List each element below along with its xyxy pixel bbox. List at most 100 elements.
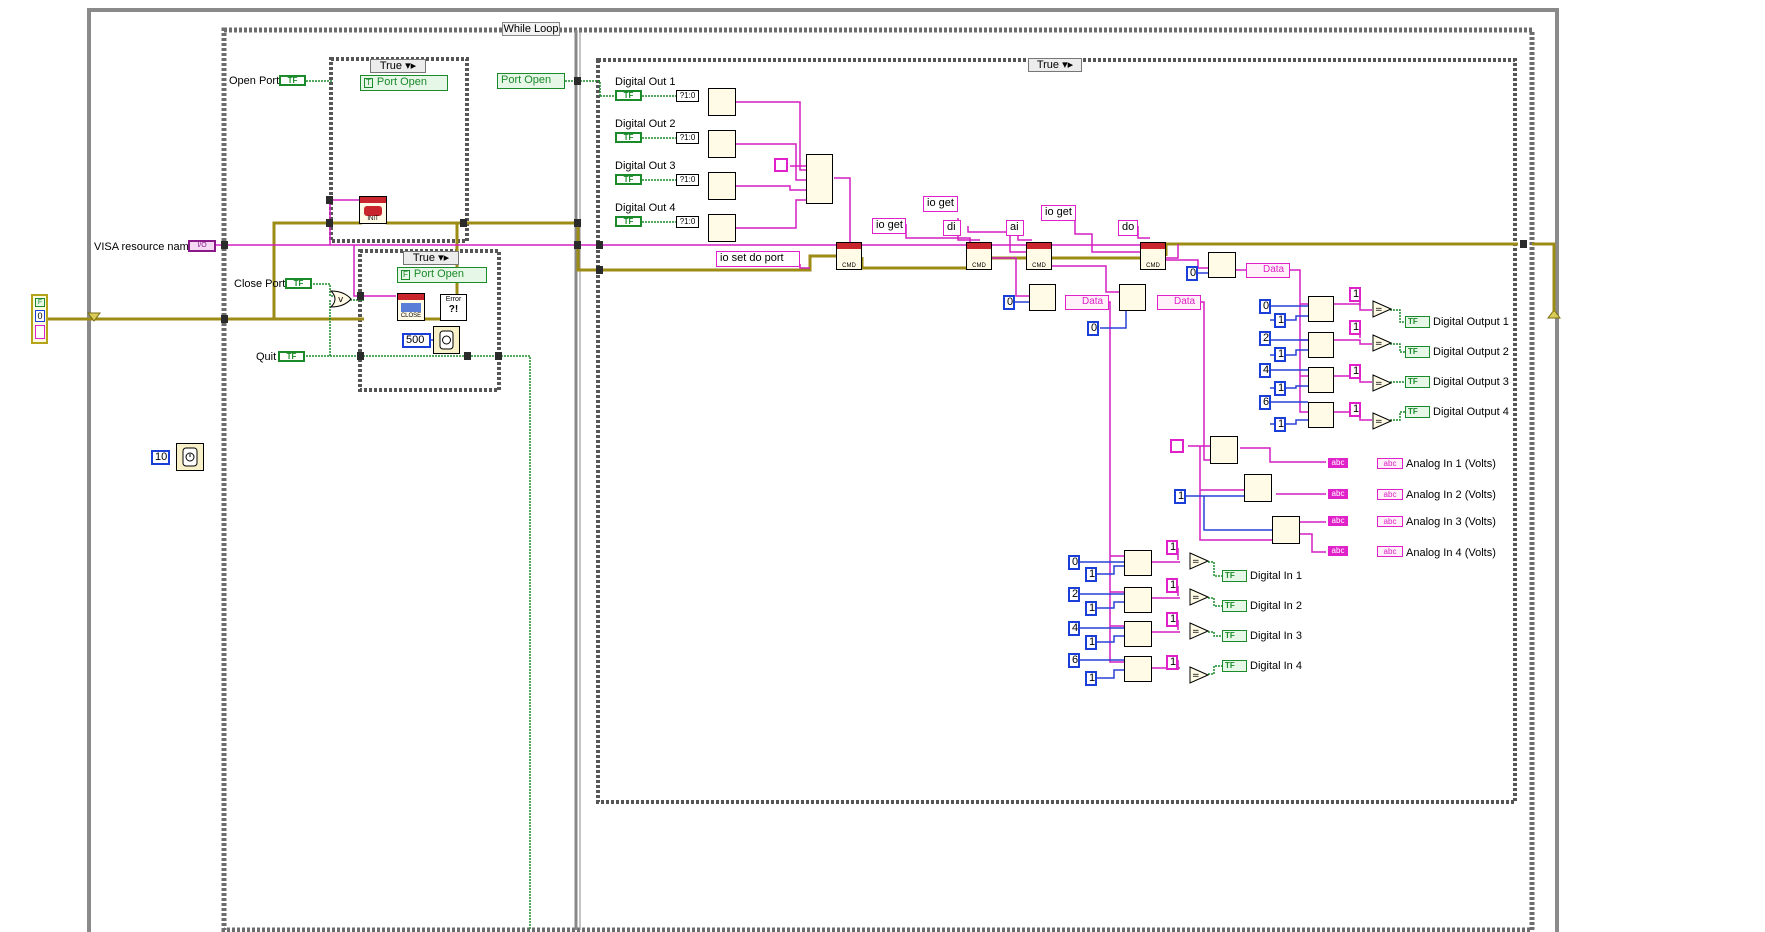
zaber-close-subvi[interactable]: CLOSE [397,293,425,321]
quit-control[interactable]: TF [278,351,305,362]
di-substring-2[interactable] [1124,587,1152,613]
do-constant[interactable]: do [1118,220,1138,236]
digital-in-2-indicator[interactable]: TF [1222,600,1247,612]
scan-string-node-2[interactable] [1119,284,1146,311]
zero-constant-3[interactable]: 0 [1186,266,1198,281]
do-compare-const-2[interactable]: 1 [1349,320,1361,335]
do-index-4[interactable]: 4 [1259,363,1271,378]
string-to-number-1[interactable]: abc [1328,458,1348,468]
do-compare-const-3[interactable]: 1 [1349,364,1361,379]
di-compare-const-2[interactable]: 1 [1166,578,1178,593]
do-compare-const-4[interactable]: 1 [1349,402,1361,417]
digital-out-1-control[interactable]: TF [615,90,642,101]
number-to-string-4[interactable] [708,214,736,242]
di-substring-3[interactable] [1124,621,1152,647]
digital-output-2-indicator[interactable]: TF [1405,346,1430,358]
number-to-string-2[interactable] [708,130,736,158]
empty-string-constant-2[interactable] [1170,439,1184,453]
do-substring-3[interactable] [1308,367,1334,393]
do-len-2[interactable]: 1 [1274,347,1286,362]
match-pattern-node-1[interactable] [1210,436,1238,464]
zaber-cmd-subvi-3[interactable]: CMD [1026,242,1052,270]
zaber-cmd-subvi-4[interactable]: CMD [1140,242,1166,270]
di-constant[interactable]: di [943,220,961,236]
di-substring-1[interactable] [1124,550,1152,576]
digital-out-3-control[interactable]: TF [615,174,642,185]
case-selector-open[interactable]: True ▾▸ [370,59,426,73]
wait-ms-icon-2[interactable] [433,326,460,354]
string-to-number-2[interactable]: abc [1328,489,1348,499]
wait-500-constant[interactable]: 500 [402,333,431,348]
zero-constant-2[interactable]: 0 [1087,321,1099,336]
di-index-0[interactable]: 0 [1068,555,1080,570]
bool-to-int-3[interactable]: ?1:0 [676,174,699,186]
analog-in-1-indicator[interactable]: abc [1377,458,1403,469]
zaber-cmd-subvi-1[interactable]: CMD [836,242,862,270]
string-to-number-4[interactable]: abc [1328,546,1348,556]
simple-error-handler-icon[interactable]: Error ?! [440,294,467,321]
equal-icon-do-3[interactable]: = [1372,374,1392,392]
digital-output-3-indicator[interactable]: TF [1405,376,1430,388]
string-to-number-3[interactable]: abc [1328,516,1348,526]
io-set-do-port-constant[interactable]: io set do port [716,251,800,267]
equal-icon-do-4[interactable]: = [1372,412,1392,430]
digital-output-1-indicator[interactable]: TF [1405,316,1430,328]
do-index-2[interactable]: 2 [1259,331,1271,346]
do-len-4[interactable]: 1 [1274,417,1286,432]
digital-in-4-indicator[interactable]: TF [1222,660,1247,672]
io-get-constant-2[interactable]: io get [923,196,958,212]
di-compare-const-1[interactable]: 1 [1166,540,1178,555]
analog-in-4-indicator[interactable]: abc [1377,546,1403,557]
scan-string-node-1[interactable] [1029,284,1056,311]
do-len-1[interactable]: 1 [1274,313,1286,328]
io-get-constant-3[interactable]: io get [1041,205,1076,221]
ai-constant[interactable]: ai [1006,220,1024,236]
concatenate-strings-node[interactable] [806,154,833,204]
equal-icon-do-2[interactable]: = [1372,334,1392,352]
bool-to-int-2[interactable]: ?1:0 [676,132,699,144]
zero-constant-1[interactable]: 0 [1003,295,1015,310]
zaber-init-subvi[interactable]: INIT [359,196,387,224]
digital-output-4-indicator[interactable]: TF [1405,406,1430,418]
digital-in-1-indicator[interactable]: TF [1222,570,1247,582]
number-to-string-1[interactable] [708,88,736,116]
do-substring-4[interactable] [1308,402,1334,428]
digital-in-3-indicator[interactable]: TF [1222,630,1247,642]
zaber-cmd-subvi-2[interactable]: CMD [966,242,992,270]
do-substring-1[interactable] [1308,296,1334,322]
empty-string-constant[interactable] [774,158,788,172]
equal-icon-di-4[interactable]: = [1189,666,1209,684]
number-to-string-3[interactable] [708,172,736,200]
bool-to-int-4[interactable]: ?1:0 [676,216,699,228]
match-pattern-node-2[interactable] [1244,474,1272,502]
data-indicator-3[interactable]: Data [1246,263,1290,278]
scan-string-node-3[interactable] [1208,252,1236,278]
di-len-3[interactable]: 1 [1085,635,1097,650]
or-gate-icon[interactable]: v [330,290,352,308]
io-get-constant-1[interactable]: io get [872,218,906,234]
digital-out-2-control[interactable]: TF [615,132,642,143]
wait-ms-icon[interactable] [176,443,204,471]
di-len-1[interactable]: 1 [1085,567,1097,582]
equal-icon-do-1[interactable]: = [1372,300,1392,318]
port-open-local-3[interactable]: Port Open [497,73,565,89]
do-compare-const-1[interactable]: 1 [1349,287,1361,302]
di-len-4[interactable]: 1 [1085,671,1097,686]
visa-resource-control[interactable]: I/O [188,240,216,252]
analog-in-2-indicator[interactable]: abc [1377,489,1403,500]
data-indicator-1[interactable]: Data [1065,295,1109,310]
error-cluster-constant[interactable]: F 0 [31,294,48,344]
analog-in-3-indicator[interactable]: abc [1377,516,1403,527]
di-len-2[interactable]: 1 [1085,601,1097,616]
do-len-3[interactable]: 1 [1274,381,1286,396]
do-index-6[interactable]: 6 [1259,395,1271,410]
do-index-0[interactable]: 0 [1259,299,1271,314]
equal-icon-di-1[interactable]: = [1189,552,1209,570]
di-index-4[interactable]: 4 [1068,621,1080,636]
di-index-6[interactable]: 6 [1068,653,1080,668]
ai-one-constant[interactable]: 1 [1174,489,1186,504]
di-index-2[interactable]: 2 [1068,587,1080,602]
wait-10-constant[interactable]: 10 [151,450,170,465]
